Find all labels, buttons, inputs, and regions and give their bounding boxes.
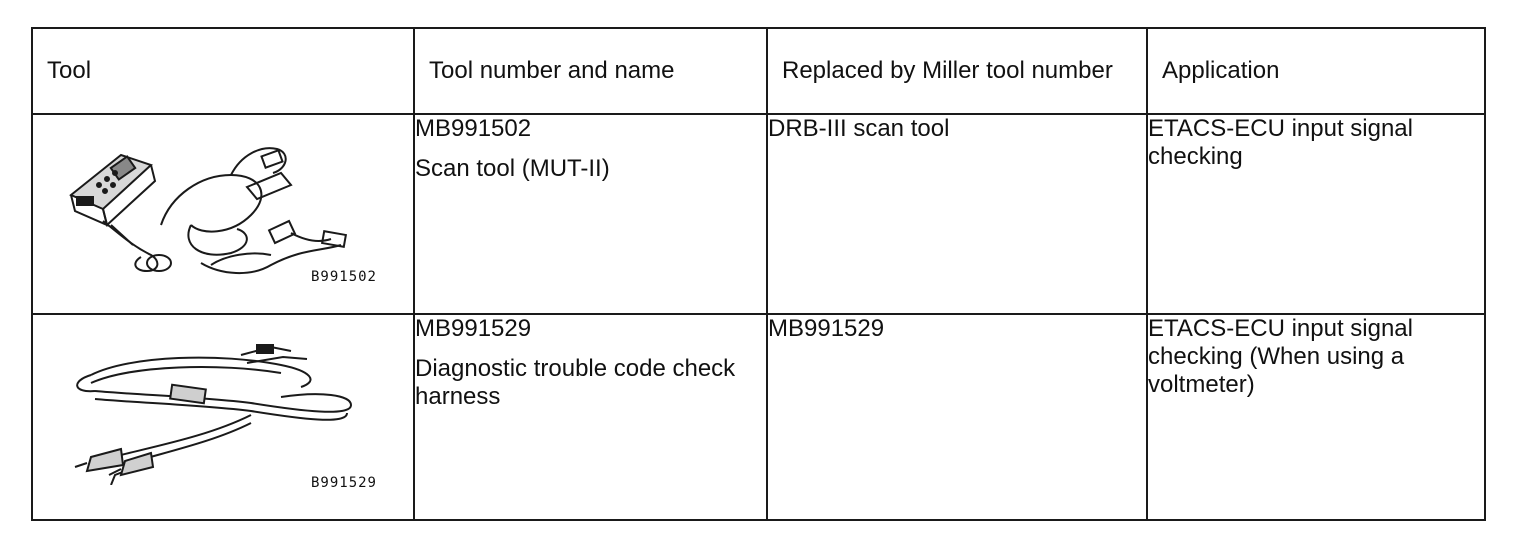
application-cell: ETACS-ECU input signal checking (1146, 113, 1486, 315)
replaced-by-value: MB991529 (768, 315, 885, 342)
tool-name: Scan tool (MUT-II) (415, 155, 610, 182)
special-tools-table: Tool Tool number and name Replaced by Mi… (31, 27, 1486, 521)
tool-image-code: B991502 (310, 269, 377, 285)
table-header-row: Tool Tool number and name Replaced by Mi… (31, 27, 1486, 115)
tool-number-name-cell: MB991529 Diagnostic trouble code check h… (413, 313, 768, 521)
replaced-by-value: DRB-III scan tool (768, 115, 950, 142)
table-row: B991529 MB991529 Diagnostic trouble code… (31, 313, 1486, 521)
tool-number: MB991529 (415, 315, 532, 342)
application-value: ETACS-ECU input signal checking (When us… (1148, 315, 1413, 398)
table-row: B991502 MB991502 Scan tool (MUT-II) DRB-… (31, 113, 1486, 315)
replaced-by-cell: MB991529 (766, 313, 1148, 521)
replaced-by-cell: DRB-III scan tool (766, 113, 1148, 315)
header-application: Application (1146, 27, 1486, 115)
header-tool: Tool (31, 27, 415, 115)
diagnostic-harness-illustration-icon (74, 344, 353, 485)
header-tool-number-name: Tool number and name (413, 27, 768, 115)
tool-name: Diagnostic trouble code check harness (415, 355, 736, 410)
application-cell: ETACS-ECU input signal checking (When us… (1146, 313, 1486, 521)
application-value: ETACS-ECU input signal checking (1148, 115, 1413, 170)
tool-image-code: B991529 (310, 475, 377, 491)
tool-number: MB991502 (415, 115, 532, 142)
header-replaced-by: Replaced by Miller tool number (766, 27, 1148, 115)
tool-number-name-cell: MB991502 Scan tool (MUT-II) (413, 113, 768, 315)
scan-tool-mut-ii-illustration-icon (69, 147, 348, 275)
tool-image-cell: B991529 (31, 313, 415, 521)
tool-image-cell: B991502 (31, 113, 415, 315)
